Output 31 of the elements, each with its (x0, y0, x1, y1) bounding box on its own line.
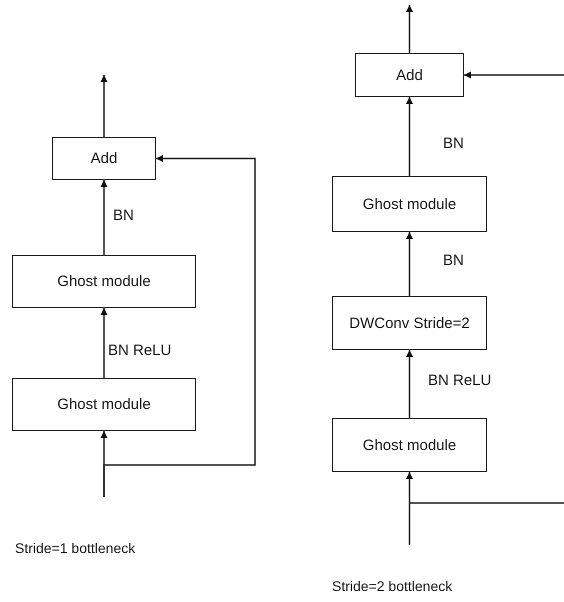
process-box (52, 137, 156, 180)
arrow (100, 180, 108, 255)
arrow (406, 5, 413, 53)
box-label: DWConv Stride=2 (349, 314, 470, 332)
edge-label: BN (113, 207, 134, 224)
arrow (406, 232, 413, 296)
process-box (332, 176, 487, 232)
box-label: Ghost module (362, 196, 456, 212)
process-box (12, 378, 196, 431)
arrow (464, 72, 564, 78)
arrow (100, 75, 108, 137)
box-label: Ghost module (57, 396, 151, 413)
caption: Stride=2 bottleneck (332, 578, 452, 594)
edge-label: BN (443, 252, 464, 269)
edge-label: BN ReLU (428, 372, 492, 389)
arrow (406, 97, 413, 176)
process-box (355, 53, 464, 97)
edge-label: BN ReLU (108, 342, 172, 359)
edge-label: BN (443, 135, 464, 152)
box-label: Ghost module (57, 273, 151, 290)
arrow (103, 155, 256, 497)
box-label: Add (90, 150, 118, 167)
box-label: Add (396, 66, 423, 84)
arrow (100, 308, 108, 378)
caption: Stride=1 bottleneck (15, 540, 136, 556)
process-box (332, 418, 487, 472)
box-label: Ghost module (362, 436, 456, 454)
process-box (12, 255, 196, 308)
process-box (332, 296, 487, 350)
arrow (406, 350, 413, 418)
arrow (406, 472, 413, 545)
